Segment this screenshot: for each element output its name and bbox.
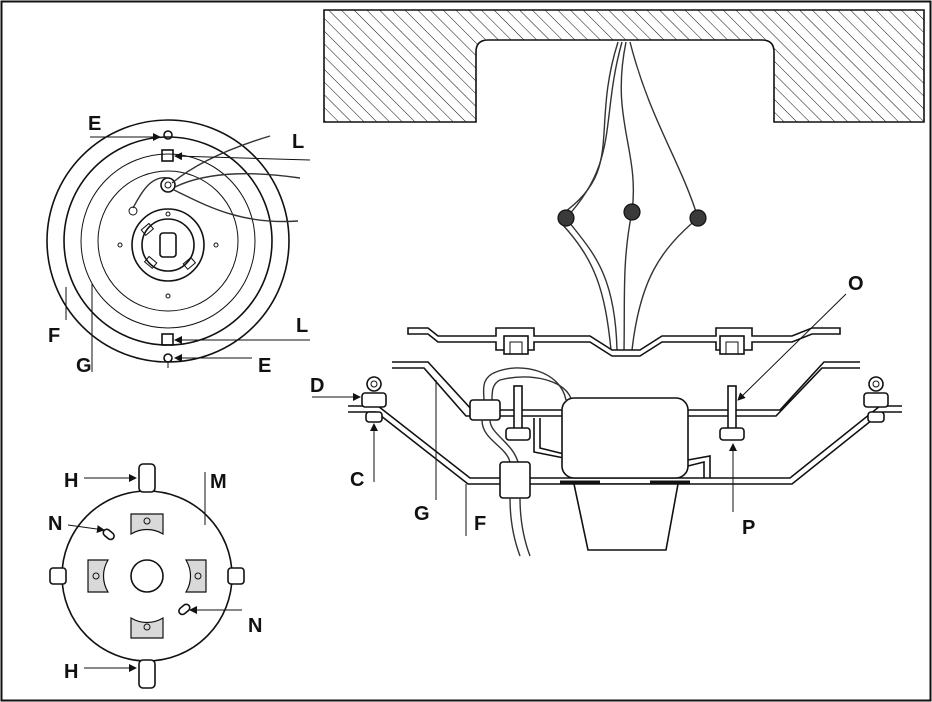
strain-relief-upper [469,399,501,421]
lamp-body [573,483,679,551]
center-hub-outer [131,208,205,282]
slot-l-top [161,149,174,162]
label-l-top: L [292,131,304,153]
clip-right [184,559,207,593]
label-h-top: H [64,470,78,492]
ground-wire [132,177,169,209]
label-f-right: F [474,513,486,535]
strain-relief-lower [499,461,531,499]
ceiling-section [323,9,925,123]
nut-left [361,376,387,423]
canopy-middle-ring [63,136,273,346]
label-n-left: N [48,513,62,535]
house-wires [561,41,699,351]
wire-nut-2 [623,203,641,221]
hole-e-bottom [163,353,173,363]
label-g-left: G [76,355,92,377]
wire-nut-3 [689,209,707,227]
screw-right [719,385,745,441]
ground-screw [160,177,176,193]
canopy-section-g [392,361,860,417]
label-n-right: N [248,615,262,637]
center-hub-slot [159,232,177,258]
clip-bottom [130,616,164,639]
mount-plate-ring [97,170,239,312]
tab-left [49,567,67,585]
canopy-outer-ring [46,119,290,363]
cable-assembly [469,367,573,557]
canopy-top-view [46,119,301,368]
tab-h-bottom [138,659,156,689]
driver-box [533,397,711,479]
label-e-top: E [88,113,101,135]
canopy-wire-3 [173,189,299,223]
bracket-plate-view [49,463,245,689]
canopy-wire-2 [174,172,301,188]
center-hub-inner [141,218,195,272]
bracket-center-hole [130,559,164,593]
bracket-screw-left [503,335,529,355]
label-p: P [742,517,755,539]
tab-h-top [138,463,156,493]
slot-n-right [178,603,191,616]
wire-nut-1 [557,209,575,227]
label-m: M [210,471,227,493]
label-e-bottom: E [258,355,271,377]
label-f-left: F [48,325,60,347]
label-l-bottom: L [296,315,308,337]
label-g-right: G [414,503,430,525]
nut-right [863,376,889,423]
tab-right [227,567,245,585]
canopy-inner-ring [80,153,256,329]
label-h-bottom: H [64,661,78,683]
hole-e-top [163,130,173,140]
bracket-screw-right [719,335,745,355]
mounting-bracket-section [407,327,841,357]
ceiling-hatch [323,9,925,123]
canopy-wire-1 [171,135,271,184]
label-c: C [350,469,364,491]
label-o: O [848,273,864,295]
driver-housing [561,397,689,479]
screw-left [505,385,531,441]
slot-l-bottom [161,333,174,346]
label-d: D [310,375,324,397]
clip-left [87,559,110,593]
